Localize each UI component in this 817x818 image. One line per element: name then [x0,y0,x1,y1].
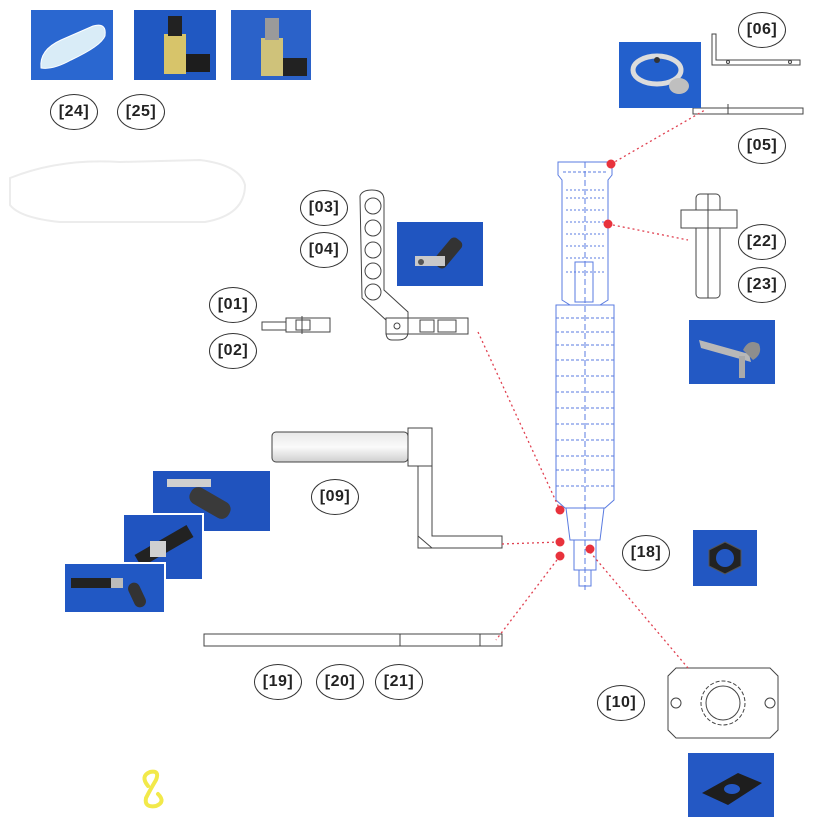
label-05: [05] [738,128,786,164]
photo-icon [164,16,210,74]
part-03-04-photo [397,222,483,286]
part-06-drawing [711,33,801,66]
part-22-23-photo [689,320,775,384]
label-18: [18] [622,535,670,571]
label-25: [25] [117,94,165,130]
label-21: [21] [375,664,423,700]
label-23: [23] [738,267,786,303]
photo-icon [40,24,106,69]
connector-lines [477,109,706,669]
part-09-photo-c [63,562,166,614]
photo-icon [167,479,231,519]
part-10-photo [688,753,774,817]
label-24: [24] [50,94,98,130]
label-03: [03] [300,190,348,226]
label-19: [19] [254,664,302,700]
photo-icon [415,237,463,269]
photo-icon [699,340,761,378]
connector-dot-icon [555,159,616,561]
part-03-04-drawing [359,189,469,341]
part-25-photo-b [231,10,311,80]
label-04: [04] [300,232,348,268]
photo-icon [702,773,762,805]
part-09-drawing [271,427,503,549]
photo-icon [261,18,307,76]
part-25-photo-a [134,10,216,80]
photo-icon [71,578,146,608]
label-01: [01] [209,287,257,323]
part-10-drawing [667,667,779,739]
part-01-02-drawing [261,316,331,334]
photo-icon [708,541,742,575]
label-10: [10] [597,685,645,721]
faint-outline-shape [9,158,247,223]
label-09: [09] [311,479,359,515]
label-22: [22] [738,224,786,260]
part-19-20-21-drawing [203,633,503,647]
label-20: [20] [316,664,364,700]
part-06-photo [619,42,701,108]
label-06: [06] [738,12,786,48]
doodle-icon [142,769,164,809]
part-18-photo [693,530,757,586]
part-05-drawing [692,104,804,115]
photo-icon [630,53,689,94]
label-02: [02] [209,333,257,369]
part-22-23-drawing [680,193,738,299]
photo-icon [134,524,194,568]
part-24-photo [31,10,113,80]
